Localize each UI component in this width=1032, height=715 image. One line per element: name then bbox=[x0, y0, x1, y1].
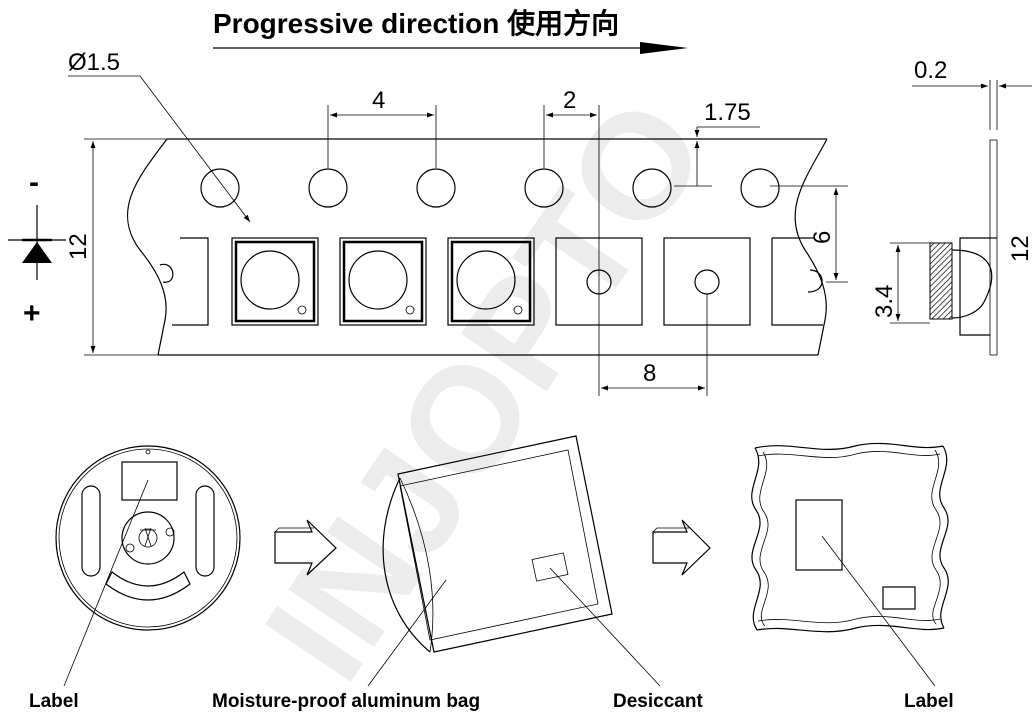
svg-text:1.75: 1.75 bbox=[704, 99, 751, 126]
aluminum-bag bbox=[382, 435, 613, 653]
row-offset-dimension: 6 bbox=[770, 185, 848, 283]
svg-text:12: 12 bbox=[1007, 235, 1032, 262]
hole-pitch-dimension: 4 bbox=[327, 87, 437, 168]
svg-text:2: 2 bbox=[563, 87, 576, 114]
carrier-tape bbox=[127, 138, 828, 356]
direction-title: Progressive direction 使用方向 bbox=[213, 7, 619, 39]
reel-label-callout: Label bbox=[29, 479, 149, 712]
watermark: INJOPTO bbox=[232, 70, 738, 708]
sprocket-holes bbox=[200, 168, 780, 208]
direction-arrow bbox=[213, 42, 688, 54]
desiccant-callout: Desiccant bbox=[549, 567, 703, 712]
process-arrow-1 bbox=[274, 519, 337, 576]
package-label-callout: Label bbox=[821, 535, 954, 712]
hole-to-cavity-dimension: 2 bbox=[543, 87, 600, 396]
process-arrow-2 bbox=[652, 519, 711, 576]
svg-text:12: 12 bbox=[65, 233, 92, 260]
reel bbox=[55, 445, 241, 631]
svg-text:0.2: 0.2 bbox=[914, 57, 947, 84]
svg-text:Desiccant: Desiccant bbox=[613, 691, 703, 712]
svg-text:Label: Label bbox=[904, 691, 954, 712]
svg-text:4: 4 bbox=[372, 87, 385, 114]
tape-width-dimension: 12 bbox=[65, 138, 167, 356]
svg-text:+: + bbox=[23, 297, 41, 330]
hole-edge-dimension: 1.75 bbox=[674, 99, 760, 187]
svg-text:6: 6 bbox=[809, 231, 836, 244]
polarity-symbol: - + bbox=[8, 166, 66, 330]
svg-text:-: - bbox=[29, 166, 39, 199]
svg-text:Ø1.5: Ø1.5 bbox=[68, 49, 120, 76]
svg-text:3.4: 3.4 bbox=[871, 285, 898, 318]
hole-diameter-dimension: Ø1.5 bbox=[68, 49, 251, 223]
sealed-package bbox=[751, 442, 949, 633]
svg-text:Moisture-proof aluminum bag: Moisture-proof aluminum bag bbox=[212, 691, 480, 712]
bag-callout: Moisture-proof aluminum bag bbox=[212, 579, 480, 712]
side-view: 0.2 3.4 12 bbox=[871, 57, 1032, 356]
svg-text:Label: Label bbox=[29, 691, 79, 712]
svg-text:8: 8 bbox=[643, 360, 656, 387]
cavity-pitch-dimension: 8 bbox=[601, 294, 708, 396]
led-components bbox=[234, 240, 532, 323]
